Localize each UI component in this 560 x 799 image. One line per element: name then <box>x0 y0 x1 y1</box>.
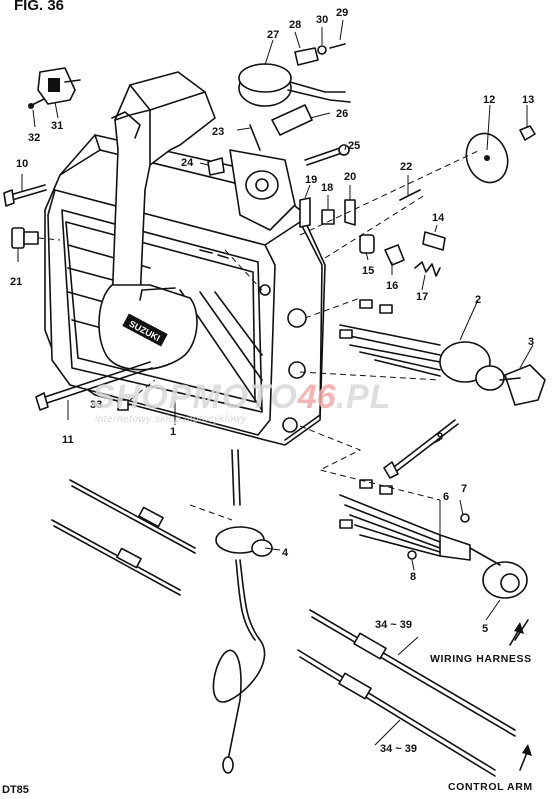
svg-text:internetowy sklep motocyklowy: internetowy sklep motocyklowy <box>95 414 247 425</box>
part-label-11: 11 <box>62 434 74 446</box>
part-label-23: 23 <box>212 126 224 138</box>
part-31-cover <box>28 67 81 109</box>
control-arm-caption: CONTROL ARM <box>448 781 533 793</box>
part-label-5: 5 <box>482 623 488 635</box>
part-label-10: 10 <box>16 158 28 170</box>
part-label-31: 31 <box>51 120 63 132</box>
part-label-33: 33 <box>90 399 102 411</box>
part-label-13: 13 <box>522 94 534 106</box>
control-arm-cables <box>297 609 516 777</box>
left-control-cables <box>51 479 196 596</box>
part-label-24: 24 <box>181 157 194 169</box>
part-17-spring <box>414 261 441 277</box>
wiring-harness-caption: WIRING HARNESS <box>430 653 532 665</box>
part-9-bolt <box>383 419 459 479</box>
part-label-14: 14 <box>432 212 445 224</box>
part-8-washer <box>407 550 417 560</box>
watermark: SHOPMOTO46.PL internetowy sklep motocykl… <box>92 378 391 425</box>
part-22-screw <box>399 189 421 201</box>
part-7-screw <box>460 513 470 523</box>
part-13-nut <box>519 125 536 141</box>
part-label-15: 15 <box>362 265 374 277</box>
figure-title: FIG. 36 <box>14 0 64 14</box>
neutral-strap <box>111 111 141 139</box>
part-label-6: 6 <box>443 491 449 503</box>
part-label-8: 8 <box>410 571 416 583</box>
part-3-key <box>499 364 546 406</box>
part-label-29-b: 30 <box>316 14 328 26</box>
part-25-bolt <box>304 144 350 166</box>
part-12-disc <box>465 132 509 184</box>
part-label-1: 1 <box>170 426 176 438</box>
part-label-9: 9 <box>437 431 443 443</box>
part-label-29: 29 <box>336 7 348 19</box>
part-label-27: 27 <box>267 29 279 41</box>
part-11-bolt <box>35 361 153 411</box>
part-label-26: 26 <box>336 108 348 120</box>
part-label-16: 16 <box>386 280 398 292</box>
part-10-bolt <box>3 184 47 207</box>
arm-arrow-head <box>522 744 532 756</box>
part-label-34b: 34 ~ 39 <box>380 743 417 755</box>
part-14-plate <box>422 231 446 251</box>
part-29-screw <box>329 43 346 49</box>
part-label-2: 2 <box>475 294 481 306</box>
part-16-fitting <box>384 244 405 266</box>
part-label-32: 32 <box>28 132 40 144</box>
part-label-25: 25 <box>348 140 360 152</box>
part-label-22: 22 <box>400 161 412 173</box>
part-21-bushing <box>11 227 39 249</box>
model-label: DT85 <box>2 784 29 796</box>
part-24-block <box>207 157 225 176</box>
part-label-7: 7 <box>461 483 467 495</box>
part-4-cable <box>212 449 273 774</box>
part-label-17: 17 <box>416 291 428 303</box>
leader-lines <box>17 19 534 746</box>
part-label-34a: 34 ~ 39 <box>375 619 412 631</box>
part-label-20: 20 <box>344 171 356 183</box>
part-23-bracket <box>229 124 296 231</box>
part-numbers: 1 2 3 4 5 6 7 8 9 10 11 12 13 14 15 16 1… <box>10 7 534 755</box>
part-15-block <box>359 234 375 254</box>
part-18-19-20 <box>299 197 356 228</box>
part-26-plate <box>271 104 313 136</box>
part-5-wiring-harness <box>339 479 529 641</box>
part-label-4: 4 <box>282 547 289 559</box>
svg-text:SHOPMOTO46.PL: SHOPMOTO46.PL <box>92 378 391 416</box>
part-label-19: 19 <box>305 174 317 186</box>
part-28-clip <box>294 47 319 66</box>
part-2-ignition-switch <box>339 299 505 391</box>
part-label-21: 21 <box>10 276 22 288</box>
assembly-lines <box>37 149 481 521</box>
part-27-switch <box>238 63 351 107</box>
part-label-12: 12 <box>483 94 495 106</box>
part-30-washer <box>317 45 327 55</box>
part-label-28: 28 <box>289 19 301 31</box>
part-label-3: 3 <box>528 336 534 348</box>
part-label-18: 18 <box>321 182 333 194</box>
wiring-arrow-head <box>514 622 524 634</box>
